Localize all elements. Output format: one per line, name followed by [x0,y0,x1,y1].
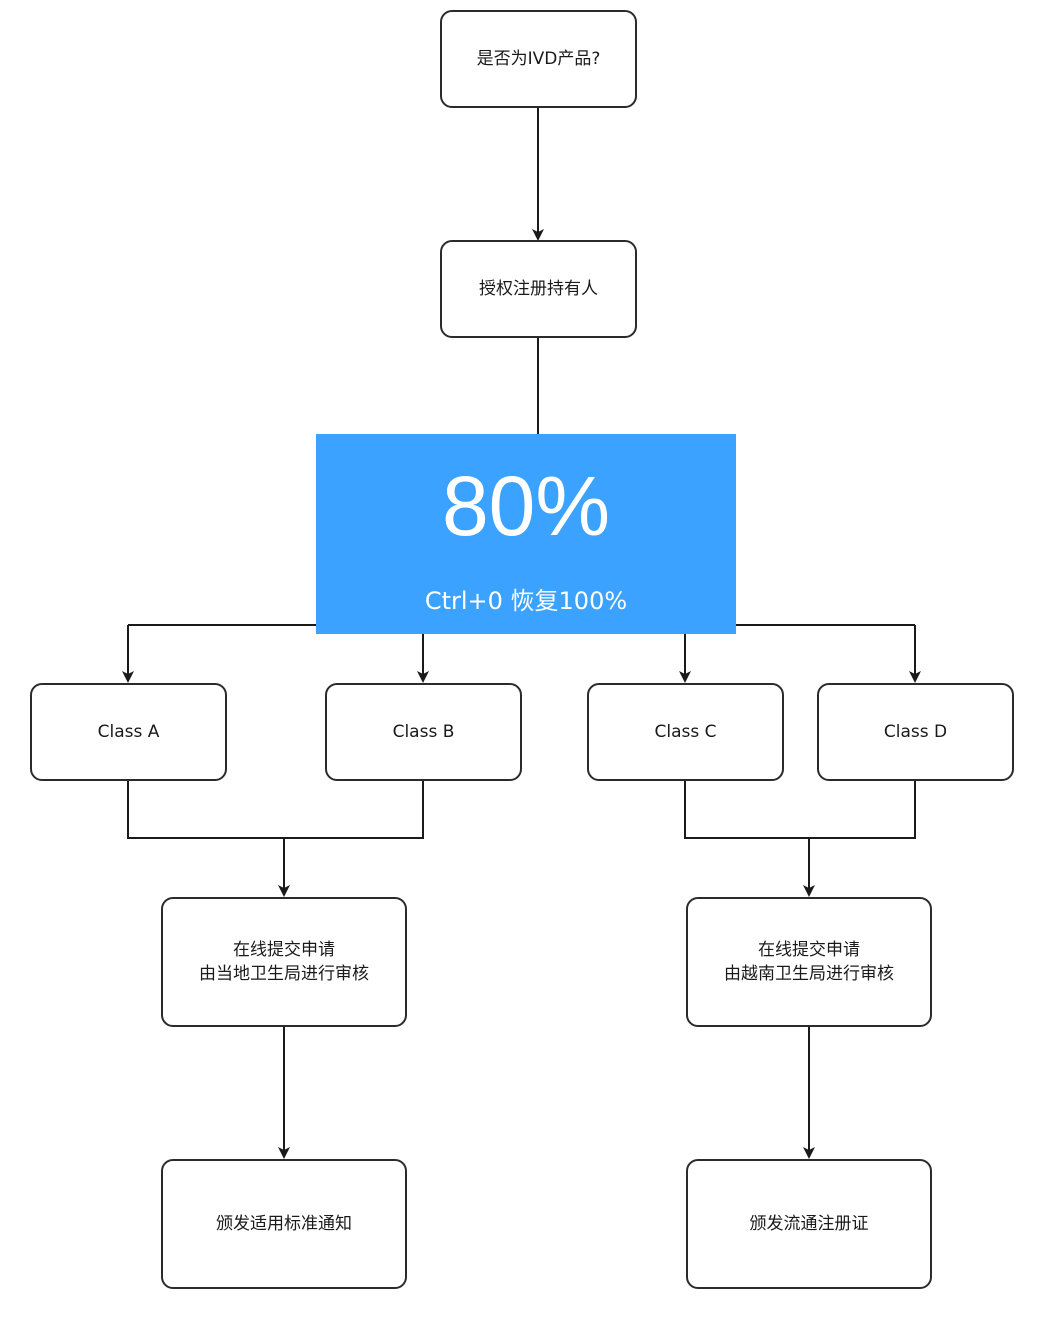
node-class-d-label: Class D [883,722,948,742]
node-class-b[interactable]: Class B [325,683,522,781]
node-review-local-label: 在线提交申请 由当地卫生局进行审核 [199,940,369,984]
node-review-vietnam-label: 在线提交申请 由越南卫生局进行审核 [724,940,894,984]
node-review-vietnam[interactable]: 在线提交申请 由越南卫生局进行审核 [686,897,932,1027]
edge-class-a-b-merge [127,781,424,839]
node-authorize-holder[interactable]: 授权注册持有人 [440,240,637,338]
zoom-reset-hint: Ctrl+0 恢复100% [424,587,628,615]
node-authorize-holder-label: 授权注册持有人 [479,279,598,299]
zoom-level-value: 80% [441,459,611,553]
node-notice-standard-label: 颁发适用标准通知 [216,1214,352,1234]
zoom-level-overlay: 80% Ctrl+0 恢复100% [316,434,736,634]
node-certificate[interactable]: 颁发流通注册证 [686,1159,932,1289]
edge-class-c-d-merge [684,781,916,839]
node-class-d[interactable]: Class D [817,683,1014,781]
node-is-ivd-label: 是否为IVD产品? [476,49,601,69]
node-class-c[interactable]: Class C [587,683,784,781]
node-class-c-label: Class C [654,722,717,742]
node-class-a[interactable]: Class A [30,683,227,781]
node-is-ivd[interactable]: 是否为IVD产品? [440,10,637,108]
node-class-b-label: Class B [392,722,455,742]
node-review-local[interactable]: 在线提交申请 由当地卫生局进行审核 [161,897,407,1027]
node-notice-standard[interactable]: 颁发适用标准通知 [161,1159,407,1289]
node-certificate-label: 颁发流通注册证 [749,1214,869,1234]
node-class-a-label: Class A [97,722,160,742]
